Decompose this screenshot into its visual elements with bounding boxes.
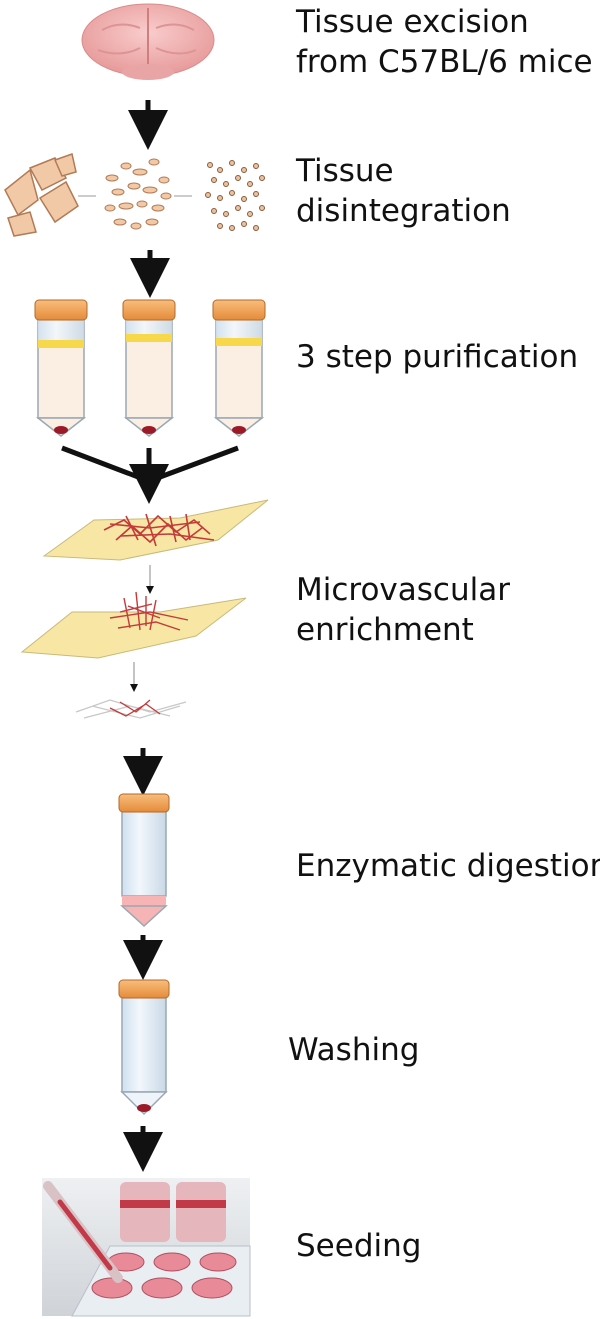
digestion-tube	[118, 793, 170, 928]
purification-tubes-illustration	[34, 299, 266, 437]
step-label-line: from C57BL/6 mice	[296, 44, 593, 80]
step-label-line: Enzymatic digestion	[296, 848, 600, 884]
step-label-line: Washing	[288, 1032, 420, 1068]
step-label-line: Tissue	[296, 153, 394, 189]
step-label-line: disintegration	[296, 193, 511, 229]
step-label-line: Tissue excision	[296, 4, 529, 40]
centrifuge-tube-2	[122, 299, 176, 437]
pipette	[43, 1181, 123, 1283]
enrichment-sheet-2	[20, 591, 247, 659]
step-label-washing: Washing	[288, 1030, 419, 1070]
centrifuge-tube-3	[212, 299, 266, 437]
step-label-line: Seeding	[296, 1228, 422, 1264]
centrifuge-tube-1	[34, 299, 88, 437]
tissue-fragments-illustration	[4, 153, 265, 237]
step-label-purification: 3 step purification	[296, 337, 578, 377]
isolated-microvessels	[75, 699, 187, 719]
seeding-plate-illustration	[42, 1178, 251, 1317]
step-label-tissue-excision: Tissue excision from C57BL/6 mice	[296, 2, 593, 82]
step-label-line: enrichment	[296, 612, 474, 648]
step-label-microvascular-enrichment: Microvascular enrichment	[296, 570, 510, 650]
brain-illustration	[81, 3, 215, 80]
washing-tube	[118, 979, 170, 1116]
merge-arrows	[61, 445, 239, 504]
step-label-tissue-disintegration: Tissue disintegration	[296, 151, 511, 231]
enrichment-sheet-1	[42, 499, 269, 561]
step-label-seeding: Seeding	[296, 1226, 421, 1266]
step-label-enzymatic-digestion: Enzymatic digestion	[296, 846, 600, 886]
step-label-line: Microvascular	[296, 572, 510, 608]
step-label-line: 3 step purification	[296, 339, 579, 375]
